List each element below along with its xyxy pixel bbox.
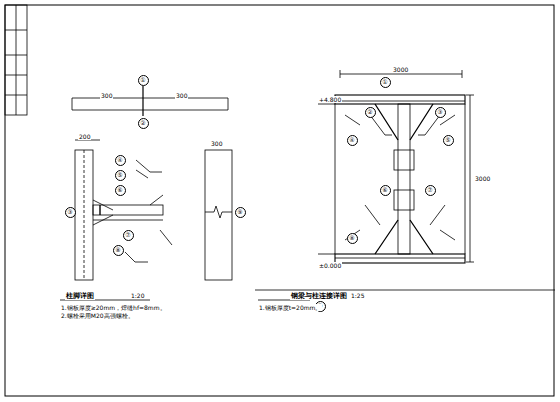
callout-bubble: ⑤ (115, 170, 126, 181)
callout-bubble: ① (138, 75, 149, 86)
callout-bubble: ⑥ (115, 185, 126, 196)
callout-bubble: ⑧ (113, 245, 124, 256)
detail-title: 钢梁与柱连接详图 (290, 292, 348, 300)
callout-number: ② (367, 109, 372, 115)
drawing-note: 3000 (474, 175, 491, 182)
callout-number: ⑧ (115, 247, 120, 253)
callout-bubble: ⑨ (235, 207, 246, 218)
drawing-note: 200 (78, 133, 91, 140)
callout-number: ⑨ (237, 209, 242, 215)
drawing-note: 2.螺栓采用M20高强螺栓。 (60, 312, 135, 319)
callout-bubble: ⑦ (123, 230, 134, 241)
callout-number: ⑦ (125, 232, 130, 238)
callout-number: ⑧ (349, 235, 354, 241)
drawing-note: ±0.000 (318, 262, 342, 269)
callout-number: ④ (349, 137, 354, 143)
callout-number: ② (140, 120, 145, 126)
callout-bubble: ② (365, 107, 376, 118)
callout-number: ⑥ (117, 187, 122, 193)
drawing-note: 1.钢板厚度t=20mm。 (258, 304, 322, 311)
callout-number: ⑦ (427, 187, 432, 193)
drawing-note: 1:20 (130, 292, 145, 299)
callout-number: ① (382, 79, 387, 85)
callout-bubble: ⑥ (380, 185, 391, 196)
drawing-note: 300 (210, 140, 223, 147)
callout-bubble: ② (138, 118, 149, 129)
callout-bubble: ③ (435, 107, 446, 118)
callout-number: ③ (437, 109, 442, 115)
callout-number: ⑤ (445, 137, 450, 143)
detail-title: 柱脚详图 (65, 292, 95, 300)
callout-number: ③ (67, 209, 72, 215)
callout-number: ④ (117, 157, 122, 163)
callout-number: ⑤ (117, 172, 122, 178)
drawing-note: 300 (175, 92, 188, 99)
callout-bubble: ④ (347, 135, 358, 146)
callout-bubble: ⑦ (425, 185, 436, 196)
callout-number: ① (140, 77, 145, 83)
drawing-note: 1:25 (350, 292, 365, 299)
drawing-note: 3000 (392, 66, 409, 73)
callout-number: ⑥ (382, 187, 387, 193)
callout-bubble: ⑧ (347, 233, 358, 244)
callout-bubble: ⑤ (443, 135, 454, 146)
callout-bubble: ④ (115, 155, 126, 166)
callout-bubble: ③ (65, 207, 76, 218)
drawing-note: 1.钢板厚度≥20mm，焊缝hf=8mm。 (60, 304, 167, 311)
drawing-note: 300 (100, 92, 113, 99)
drawing-note: +4.800 (318, 96, 342, 103)
callout-bubble: ① (380, 77, 391, 88)
